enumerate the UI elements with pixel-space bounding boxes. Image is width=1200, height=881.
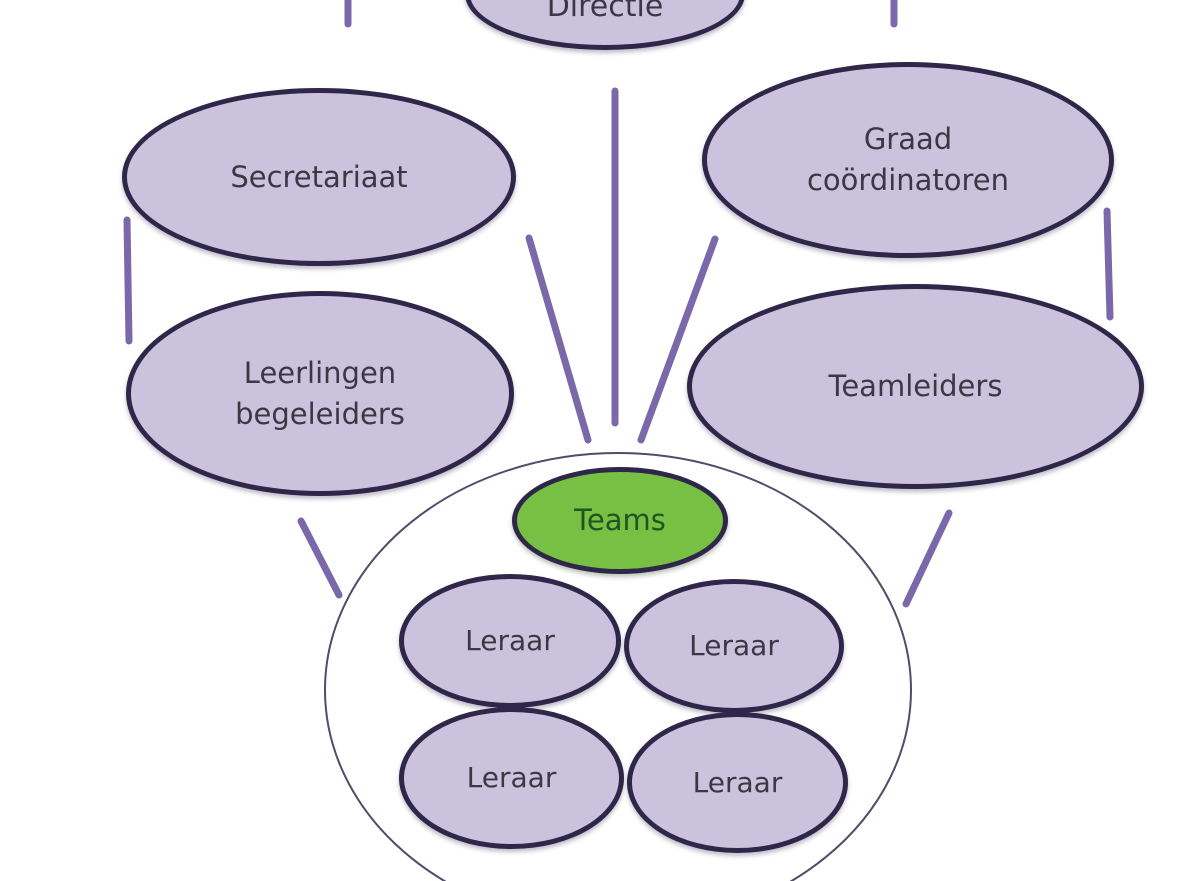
connector-leerlingen-group — [297, 517, 343, 599]
node-teams: Teams — [512, 467, 728, 574]
node-directie-label: Directie — [546, 0, 664, 24]
node-leraar-4: Leraar — [627, 712, 848, 853]
node-leraar-2-label: Leraar — [689, 629, 779, 663]
node-teamleiders-label: Teamleiders — [828, 369, 1003, 404]
node-teamleiders: Teamleiders — [687, 284, 1144, 489]
connector-teamleiders-group — [902, 509, 953, 608]
connector-secretariaat-teams — [525, 234, 592, 444]
node-leraar-3-label: Leraar — [466, 761, 557, 795]
node-secretariaat: Secretariaat — [122, 88, 516, 266]
node-leraar-2: Leraar — [624, 579, 844, 713]
node-leerlingen-begeleiders: Leerlingen begeleiders — [126, 291, 514, 496]
node-leraar-1-label: Leraar — [465, 624, 555, 658]
node-leraar-4-label: Leraar — [692, 765, 783, 799]
connector-graad-teamleiders — [1103, 207, 1114, 321]
node-teams-label: Teams — [574, 503, 666, 538]
node-leraar-3: Leraar — [399, 707, 624, 849]
connector-graad-teams — [637, 235, 719, 444]
node-leerlingen-begeleiders-label: Leerlingen begeleiders — [235, 355, 405, 431]
node-secretariaat-label: Secretariaat — [230, 159, 408, 194]
connector-secretariaat-leerlingen — [123, 216, 133, 345]
node-graad-coordinatoren-label: Graad coördinatoren — [806, 122, 1010, 197]
teams-group-circle — [324, 452, 912, 881]
node-leraar-1: Leraar — [399, 574, 621, 708]
node-graad-coordinatoren: Graad coördinatoren — [702, 62, 1114, 258]
